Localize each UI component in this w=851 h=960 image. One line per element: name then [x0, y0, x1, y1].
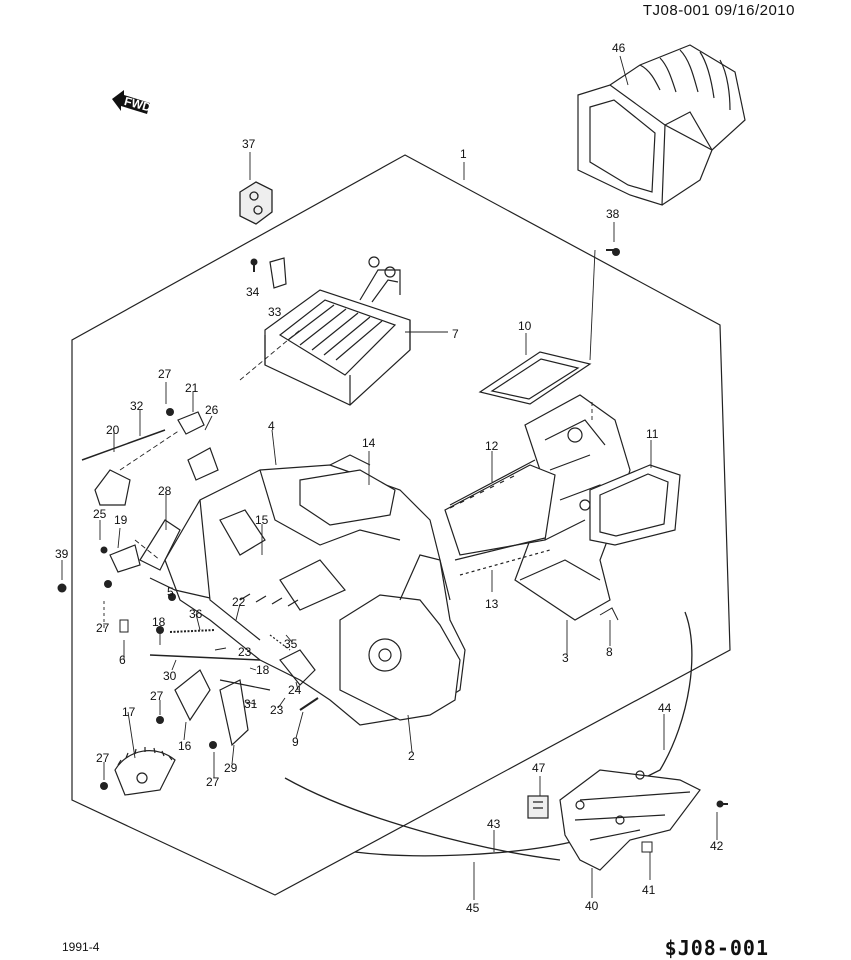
callout-5: 5 — [167, 585, 174, 599]
callout-27c: 27 — [150, 689, 164, 703]
callout-34: 34 — [246, 285, 260, 299]
callout-18a: 18 — [152, 615, 166, 629]
callout-26: 26 — [205, 403, 219, 417]
callout-37: 37 — [242, 137, 256, 151]
callout-1: 1 — [460, 147, 467, 161]
callout-13: 13 — [485, 597, 499, 611]
callout-15: 15 — [255, 513, 269, 527]
callout-41: 41 — [642, 883, 656, 897]
callout-24: 24 — [288, 683, 302, 697]
callout-7: 7 — [452, 327, 459, 341]
callout-32: 32 — [130, 399, 144, 413]
callout-14: 14 — [362, 436, 376, 450]
callout-23a: 23 — [238, 645, 252, 659]
callout-33: 33 — [268, 305, 282, 319]
callout-20: 20 — [106, 423, 120, 437]
control-head-part-40 — [559, 769, 701, 871]
callout-27b: 27 — [96, 621, 110, 635]
callout-35: 35 — [284, 637, 298, 651]
gasket-part-10 — [478, 351, 592, 405]
callout-38: 38 — [606, 207, 620, 221]
callout-27a: 27 — [158, 367, 172, 381]
callout-44: 44 — [658, 701, 672, 715]
callout-27e: 27 — [206, 775, 220, 789]
callout-46: 46 — [612, 41, 626, 55]
callout-4: 4 — [268, 419, 275, 433]
assembly-outline — [71, 154, 731, 896]
callout-25: 25 — [93, 507, 107, 521]
control-cables — [284, 611, 693, 861]
callout-3: 3 — [562, 651, 569, 665]
callout-42: 42 — [710, 839, 724, 853]
rail-part-12-13 — [444, 459, 556, 576]
svg-text:FWD: FWD — [123, 94, 153, 115]
callout-19: 19 — [114, 513, 128, 527]
callout-28: 28 — [158, 484, 172, 498]
gear-part-17 — [114, 747, 176, 796]
callout-22: 22 — [232, 595, 246, 609]
footer-code: $J08-001 — [664, 936, 769, 960]
leader-lines — [61, 55, 718, 900]
callout-23b: 23 — [270, 703, 284, 717]
callout-47: 47 — [532, 761, 546, 775]
callout-27d: 27 — [96, 751, 110, 765]
document-id: TJ08-001 09/16/2010 — [642, 2, 795, 19]
callout-6: 6 — [119, 653, 126, 667]
callout-labels: 46 1 37 38 34 33 7 10 27 21 32 26 20 4 1… — [55, 41, 724, 915]
callout-39: 39 — [55, 547, 69, 561]
clip-part-33 — [269, 257, 287, 289]
screw-part-34 — [250, 258, 258, 272]
callout-45: 45 — [466, 901, 480, 915]
lever-links — [81, 411, 319, 747]
blower-housing-part-2 — [339, 554, 461, 721]
callout-36: 36 — [189, 607, 203, 621]
callout-30: 30 — [163, 669, 177, 683]
callout-17: 17 — [122, 705, 136, 719]
callout-16: 16 — [178, 739, 192, 753]
duct-part-46 — [577, 44, 746, 206]
callout-2: 2 — [408, 749, 415, 763]
callout-8: 8 — [606, 645, 613, 659]
callout-43: 43 — [487, 817, 501, 831]
callout-18b: 18 — [256, 663, 270, 677]
footer-date: 1991-4 — [62, 940, 100, 954]
heater-core-part-7 — [264, 256, 411, 406]
frame-part-11 — [589, 464, 681, 546]
callout-31: 31 — [244, 697, 258, 711]
callout-29: 29 — [224, 761, 238, 775]
forward-arrow-icon: FWD — [112, 90, 153, 115]
grommet-part-37 — [239, 181, 273, 225]
callout-40: 40 — [585, 899, 599, 913]
callout-10: 10 — [518, 319, 532, 333]
callout-12: 12 — [485, 439, 499, 453]
connector-part-47 — [527, 795, 549, 819]
screw-part-38 — [606, 248, 620, 256]
callout-21: 21 — [185, 381, 199, 395]
callout-11: 11 — [646, 427, 659, 441]
callout-9: 9 — [292, 735, 299, 749]
